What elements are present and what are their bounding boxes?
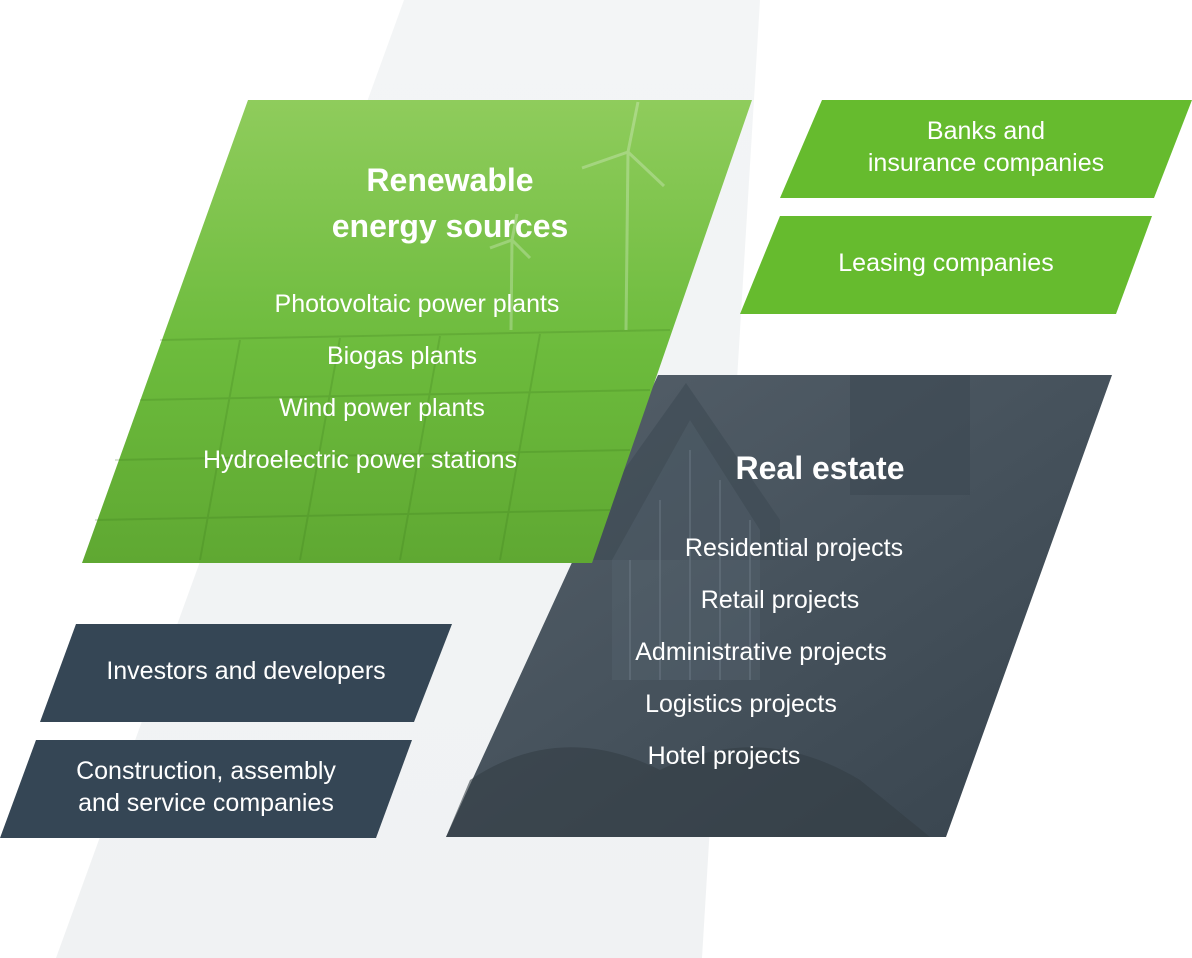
renewable-item: Wind power plants: [279, 394, 485, 422]
real-estate-item: Hotel projects: [647, 742, 801, 770]
chip-banks-line1: Banks and: [926, 117, 1046, 145]
chip-construction-line2: and service companies: [78, 789, 334, 817]
renewable-panel: [82, 100, 752, 563]
renewable-heading-line1: Renewable: [366, 162, 534, 198]
chip-banks-label: Banks and insurance companies: [836, 115, 1136, 179]
renewable-item: Photovoltaic power plants: [274, 290, 560, 318]
chip-leasing-shape: [740, 216, 1152, 314]
chip-investors-shape: [40, 624, 452, 722]
renewable-item: Hydroelectric power stations: [202, 446, 517, 474]
chip-banks-line2: insurance companies: [867, 149, 1105, 177]
real-estate-item: Residential projects: [684, 534, 904, 562]
chip-banks-shape: [780, 100, 1192, 198]
chip-construction-label: Construction, assembly and service compa…: [46, 755, 366, 819]
chip-investors-label: Investors and developers: [106, 657, 386, 685]
renewable-item: Biogas plants: [326, 342, 478, 370]
renewable-heading-line2: energy sources: [331, 208, 569, 244]
chip-leasing-label: Leasing companies: [838, 249, 1054, 277]
chip-construction-shape: [0, 740, 412, 838]
real-estate-item: Retail projects: [700, 586, 860, 614]
renewable-heading: Renewable energy sources: [300, 157, 600, 249]
chip-construction-line1: Construction, assembly: [76, 757, 336, 785]
real-estate-item: Administrative projects: [635, 638, 887, 666]
real-estate-item: Logistics projects: [645, 690, 837, 718]
real-estate-heading: Real estate: [735, 450, 905, 486]
